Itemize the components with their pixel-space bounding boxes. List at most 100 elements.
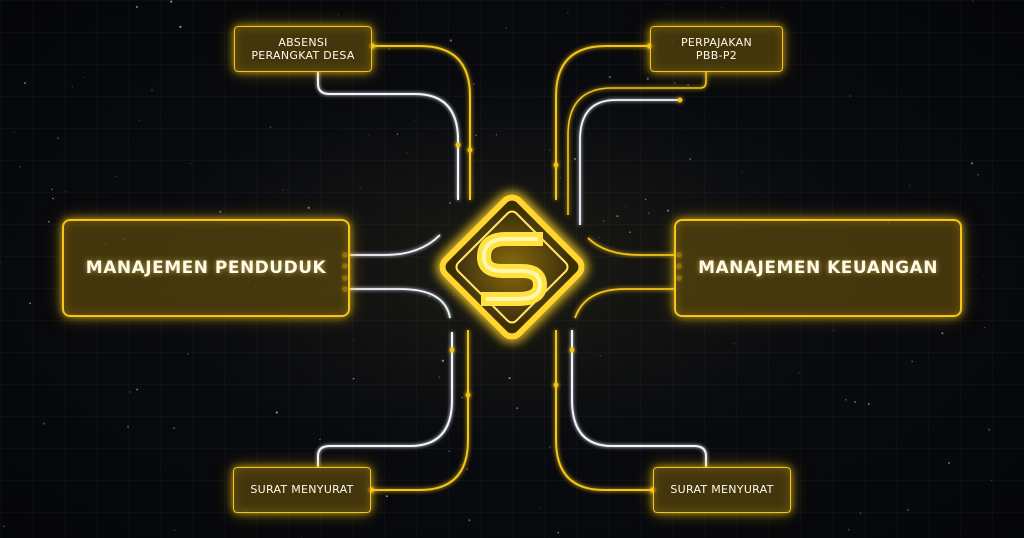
wire-dot [553,382,559,388]
star [338,14,339,16]
star [602,220,605,222]
star [307,206,310,209]
star [988,428,991,431]
wire-surat-right-gold [555,330,653,491]
star [669,3,671,5]
node-absensi-perangkat-desa[interactable]: ABSENSI PERANGKAT DESA [234,26,372,72]
wire-pbb-gold [555,45,650,200]
star [798,372,800,374]
star [138,119,141,122]
star [135,5,138,8]
star [567,12,569,14]
star [508,377,511,380]
star [941,332,944,335]
star [548,445,552,448]
star [461,396,463,399]
wire-pbb-white [579,99,680,225]
star [428,295,431,298]
star [179,25,182,29]
star [616,215,619,218]
star [629,231,631,233]
star [505,27,507,29]
star [733,343,735,345]
star [459,464,462,466]
star [847,528,850,531]
star [282,189,284,191]
star [57,137,59,139]
node-label-line2: PBB-P2 [695,49,738,62]
star [368,134,370,136]
node-perpajakan-pbb-p2[interactable]: PERPAJAKAN PBB-P2 [650,26,783,72]
star [990,480,992,482]
wire-pbb-gold-inner [567,72,707,215]
star [269,126,272,129]
wire-penduduk-1 [350,234,441,256]
star [466,468,469,471]
star [173,529,176,532]
star [741,171,743,173]
star [972,0,974,2]
star [549,149,551,151]
star [272,514,274,516]
star [599,236,601,238]
star [187,353,189,355]
wire-dot [449,347,455,353]
node-surat-menyurat-right[interactable]: SURAT MENYURAT [653,467,791,513]
star [977,174,979,176]
star [24,82,26,85]
star [557,531,560,534]
node-label-line2: PERANGKAT DESA [251,49,355,62]
star [43,422,46,425]
node-manajemen-penduduk[interactable]: MANAJEMEN PENDUDUK [62,219,350,317]
star [689,158,692,161]
star [172,19,174,21]
star [406,152,408,154]
star [673,81,676,84]
star [301,536,302,538]
star [453,295,455,297]
star [646,77,649,80]
star [475,134,478,137]
s-chip-logo-icon [439,194,585,340]
star [833,329,835,332]
wire-absensi-white [317,72,459,200]
star [573,157,576,160]
star [0,261,1,263]
star [911,360,913,363]
node-manajemen-keuangan[interactable]: MANAJEMEN KEUANGAN [674,219,962,317]
star [219,210,222,213]
wire-absensi-gold [372,45,471,200]
star [970,162,974,165]
wire-dot [677,97,683,103]
star [599,354,602,357]
star [808,72,811,75]
star [388,47,391,50]
star [136,388,139,391]
star [78,473,80,475]
star [569,304,571,306]
node-label: MANAJEMEN KEUANGAN [698,257,938,278]
star [854,401,857,403]
wire-dot [455,142,461,148]
star [151,89,153,91]
star [52,197,54,200]
wire-dot [553,162,559,168]
node-surat-menyurat-left[interactable]: SURAT MENYURAT [233,467,371,513]
star [516,407,519,409]
star [982,276,983,278]
star [667,209,669,212]
star [13,131,15,133]
star [867,403,870,405]
star [608,76,611,79]
star [170,0,173,3]
star [448,450,451,452]
wire-keuangan-1 [587,237,674,256]
star [359,187,361,189]
star [984,327,986,329]
star [18,165,21,168]
star [647,212,650,215]
wire-dot [467,147,473,153]
star [495,134,498,136]
star [352,338,354,340]
